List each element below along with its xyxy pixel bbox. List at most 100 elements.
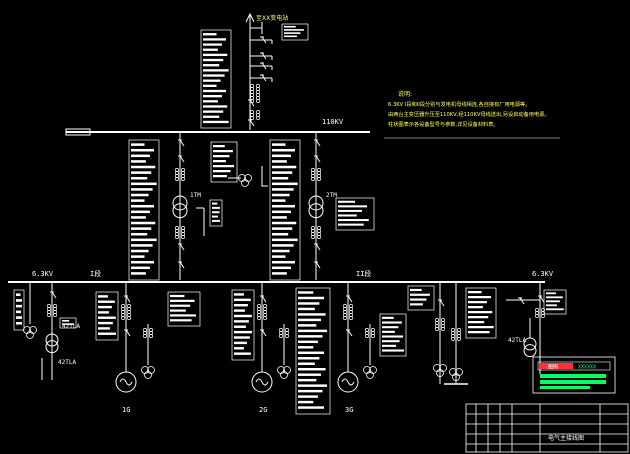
panel-text-bar	[272, 165, 297, 169]
switch-symbol	[346, 329, 353, 337]
ct-loop	[343, 316, 347, 320]
voltage-transformer-symbol	[238, 174, 252, 187]
panel-text-bar	[170, 299, 195, 302]
transformer-winding	[172, 195, 188, 211]
panel-text-bar	[234, 330, 252, 334]
panel-text-bar	[284, 29, 304, 31]
panel-text-bar	[338, 205, 368, 208]
load-right-label: 42TLA	[508, 337, 526, 344]
panel-text-bar	[213, 175, 228, 178]
pt-winding	[280, 371, 288, 379]
panel-frame	[167, 291, 201, 327]
panel-text-bar	[131, 165, 156, 169]
transformer-winding	[172, 203, 188, 219]
panel-text-bar	[272, 244, 294, 247]
ct-loop	[371, 334, 375, 338]
transformer-winding	[308, 195, 324, 211]
switch-blade	[261, 74, 267, 82]
pt-winding	[436, 369, 444, 377]
panel-text-bar	[212, 215, 218, 218]
panel-text-bar	[284, 35, 297, 38]
panel-text-bar	[16, 316, 22, 319]
transformer-winding	[45, 340, 59, 354]
panel-text-bar	[298, 346, 314, 349]
current-transformer-symbol	[435, 318, 445, 331]
panel-text-bar	[298, 307, 315, 311]
panel-text-bar	[298, 335, 323, 338]
panel-frame	[128, 139, 160, 281]
bus-end-box	[65, 128, 91, 136]
panel-text-bar	[298, 318, 321, 322]
switch-symbol	[178, 243, 185, 251]
switch-symbol	[248, 119, 255, 127]
ct-loop	[535, 314, 539, 318]
panel-text-bar	[298, 313, 326, 316]
panel-text-bar	[298, 384, 328, 387]
panel-text-bar	[468, 316, 489, 319]
panel-frame	[209, 199, 223, 227]
panel-text-bar	[212, 211, 220, 214]
panel-text-bar	[98, 332, 116, 335]
panel-text-bar	[170, 309, 186, 312]
ct-loop	[285, 334, 289, 338]
ct-loop	[349, 316, 353, 320]
panel-text-bar	[298, 395, 318, 398]
panel-text-bar	[131, 160, 146, 163]
left-device-panel	[13, 289, 25, 331]
panel-text-bar	[131, 193, 149, 197]
panel-text-bar	[272, 227, 293, 230]
panel-text-bar	[203, 58, 224, 62]
ct-loop	[451, 337, 455, 341]
current-transformer-symbol	[365, 328, 375, 338]
panel-text-bar	[272, 272, 287, 275]
switch-symbol	[314, 243, 321, 251]
voltage-transformer-symbol	[277, 366, 291, 379]
panel-text-bar	[16, 293, 21, 296]
panel-text-bar	[382, 326, 399, 329]
panel-text-bar	[234, 341, 247, 345]
legend-title: 图例	[548, 364, 558, 371]
ct-loop	[127, 316, 131, 320]
switch-symbol	[260, 329, 267, 337]
ct-loop	[541, 314, 545, 318]
generator-symbol	[115, 371, 137, 393]
panel-text-bar	[98, 311, 109, 314]
panel-text-bar	[382, 349, 404, 352]
section-2-label: II段	[356, 269, 371, 278]
generator-symbol	[251, 371, 273, 393]
panel-text-bar	[338, 219, 369, 222]
panel-text-bar	[234, 293, 244, 296]
pt-winding	[452, 373, 460, 381]
switch-blade	[179, 261, 185, 269]
switch-blade	[315, 155, 321, 163]
switch-symbol	[260, 62, 267, 70]
switch-blade	[261, 329, 267, 337]
transformer-winding	[523, 337, 537, 351]
load-left-label: 42TLA	[62, 323, 80, 330]
panel-text-bar	[410, 293, 430, 296]
panel-frame	[59, 317, 77, 329]
panel-text-bar	[213, 155, 230, 158]
panel-text-bar	[131, 210, 150, 214]
panel-text-bar	[410, 288, 422, 292]
panel-text-bar	[410, 303, 423, 306]
panel-text-bar	[62, 320, 70, 322]
ct-loop	[317, 177, 321, 181]
legend-box: 图例 XXXXXX	[532, 356, 616, 394]
panel-frame	[295, 287, 331, 415]
panel-text-bar	[131, 182, 157, 186]
panel-text-bar	[131, 154, 150, 158]
panel-text-bar	[284, 25, 296, 28]
panel-text-bar	[203, 69, 229, 72]
panel-text-bar	[298, 362, 315, 365]
panel-text-bar	[468, 301, 487, 304]
current-transformer-symbol	[250, 110, 260, 120]
panel-text-bar	[298, 340, 318, 344]
ct-loop	[256, 116, 260, 120]
panel-text-bar	[170, 294, 185, 298]
pt-winding	[26, 331, 34, 339]
top-feeder-label: 至XX变电站	[256, 14, 288, 22]
label-blocks	[13, 23, 567, 415]
panel-text-bar	[98, 300, 115, 303]
switch-blade	[261, 36, 267, 44]
